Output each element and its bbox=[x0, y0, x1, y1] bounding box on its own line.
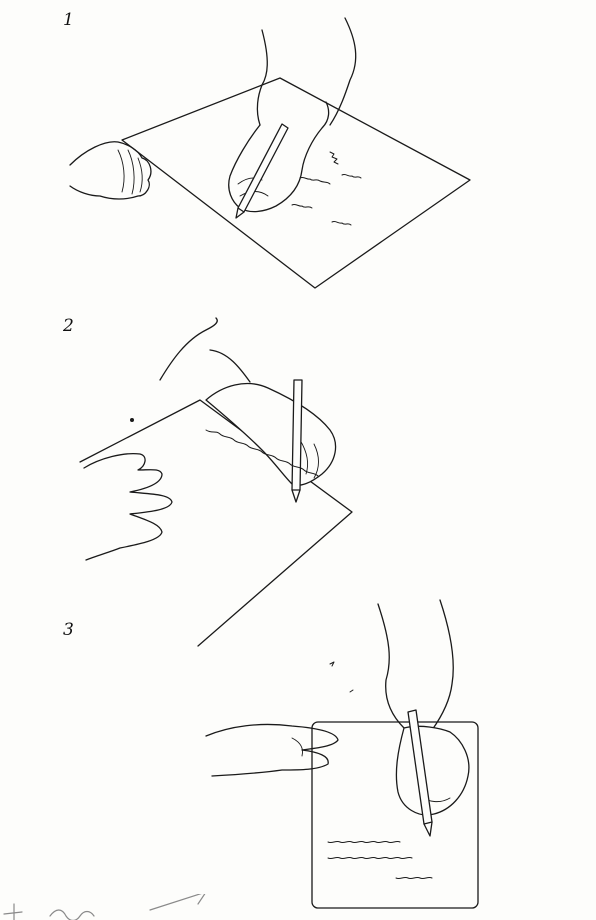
panel-2-left-hand bbox=[83, 452, 173, 561]
panel-1-sleeve bbox=[256, 17, 357, 126]
panel-2-writing-hand bbox=[205, 382, 337, 486]
panel-2-sleeve bbox=[159, 317, 251, 383]
panel-2-number: 2 bbox=[63, 316, 74, 336]
panel-1-left-hand bbox=[69, 141, 152, 200]
panel-1-number: 1 bbox=[63, 10, 74, 30]
panel-1-writing-hand bbox=[228, 101, 330, 213]
panel-3-number: 3 bbox=[63, 620, 74, 640]
panel-2-script-line bbox=[205, 429, 319, 477]
pencil-annotation bbox=[3, 894, 206, 920]
panel-3-sleeve bbox=[377, 599, 454, 731]
panel-1-scribbles bbox=[291, 151, 362, 226]
panel-1-paper bbox=[121, 77, 471, 289]
panel-3-scribbles bbox=[327, 840, 433, 880]
